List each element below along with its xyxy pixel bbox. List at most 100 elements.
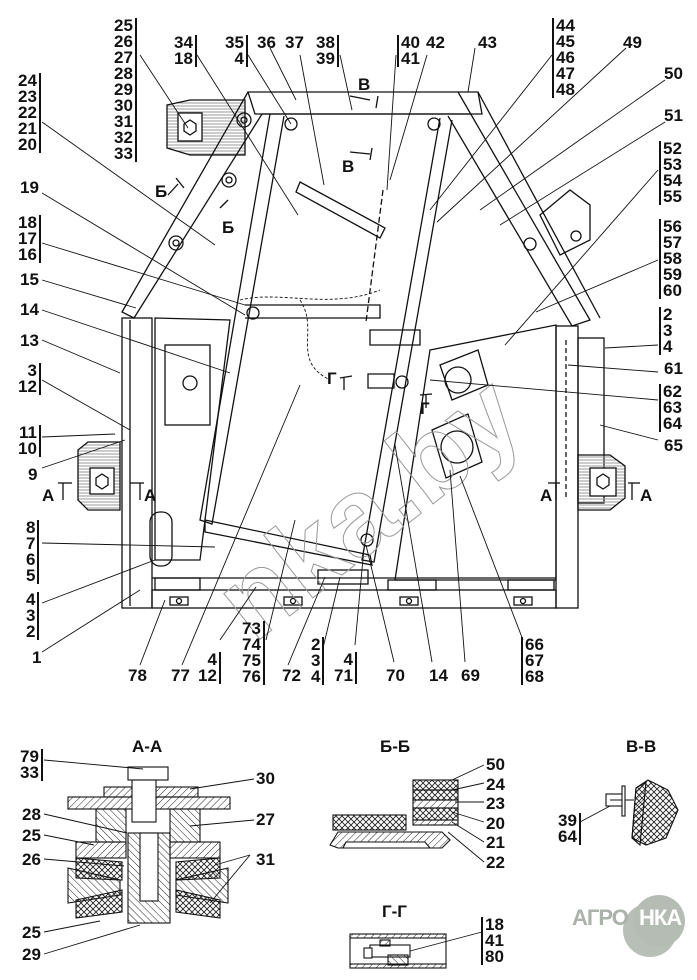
callout-number: 60: [663, 281, 682, 300]
callout-70: 70: [386, 666, 405, 685]
callout-79-33: 79 33: [20, 747, 43, 781]
callout-number: 53: [663, 155, 682, 174]
callout-2-4-right: 2 3 4: [659, 305, 673, 356]
callout-number: 3: [27, 361, 37, 380]
callout-40-41: 40 41: [397, 34, 420, 68]
callout-number: 48: [556, 80, 575, 99]
section-bb-drawing: [329, 779, 459, 849]
callout-number: 31: [114, 112, 133, 131]
callout-25b: 25: [22, 923, 41, 942]
right-post: [555, 325, 579, 609]
callout-27: 27: [256, 810, 275, 829]
callout-number: 38: [316, 33, 335, 52]
cut-mark-a-right1: А: [540, 486, 553, 505]
section-leader-lines: [43, 759, 611, 955]
callout-number: 16: [18, 245, 37, 264]
callout-number: 23: [18, 87, 37, 106]
section-gg-drawing: [349, 933, 447, 969]
callout-number: 50: [486, 755, 505, 774]
callout-number: 22: [18, 103, 37, 122]
callout-72: 72: [282, 666, 301, 685]
vent-lower: [431, 413, 483, 479]
callout-number: 30: [114, 96, 133, 115]
callout-50: 50: [664, 64, 683, 83]
callout-9: 9: [28, 465, 38, 484]
callout-number: 11: [18, 423, 37, 442]
callout-number: 28: [114, 64, 133, 83]
callout-number: 67: [525, 651, 544, 670]
logo-text-right: НКА: [639, 905, 682, 930]
callout-43: 43: [478, 33, 497, 52]
callout-number: 41: [485, 931, 504, 950]
callout-number: 4: [663, 337, 673, 356]
section-vv-drawing: [605, 779, 679, 847]
callout-number: 54: [663, 171, 682, 190]
callout-1: 1: [32, 648, 42, 667]
callout-14-bottom: 14: [429, 666, 448, 685]
section-bb-title: Б-Б: [380, 737, 411, 756]
callout-42: 42: [426, 33, 445, 52]
callout-77: 77: [171, 666, 190, 685]
callout-number: 18: [485, 915, 504, 934]
callout-number: 64: [663, 414, 682, 433]
mount-pad-bottom-right: [577, 454, 626, 511]
callout-56-60: 56 57 58 59 60: [659, 218, 682, 300]
callout-number: 39: [316, 49, 335, 68]
callout-61: 61: [664, 359, 683, 378]
logo-ring: НКА: [633, 895, 685, 947]
callout-44-48: 44 45 46 47 48: [552, 17, 575, 99]
cut-mark-a-right2: А: [640, 486, 653, 505]
logo-text-left: АГРО: [572, 905, 629, 930]
roof-beam: [247, 91, 483, 115]
section-marks: [58, 95, 640, 500]
callout-number: 27: [114, 48, 133, 67]
callout-number: 4: [207, 650, 217, 669]
callout-number: 34: [174, 33, 193, 52]
callout-number: 2: [663, 305, 673, 324]
callout-number: 20: [486, 813, 505, 833]
watermark: nka.by: [193, 351, 543, 662]
callout-66-68: 66 67 68: [521, 636, 544, 686]
callout-number: 4: [311, 667, 321, 686]
callout-number: 25: [114, 16, 133, 35]
callout-number: 17: [18, 229, 37, 248]
callout-number: 76: [242, 667, 261, 686]
callout-25a: 25: [22, 826, 41, 845]
callout-number: 10: [18, 439, 37, 458]
cut-mark-g-1: Г: [327, 369, 337, 388]
callout-number: 4: [343, 650, 353, 669]
callout-number: 18: [174, 49, 193, 68]
callout-number: 41: [401, 49, 420, 68]
callout-number: 59: [663, 265, 682, 284]
callout-number: 68: [525, 667, 544, 686]
callout-number: 24: [18, 71, 37, 90]
callout-29: 29: [22, 945, 41, 964]
callout-number: 7: [26, 534, 36, 553]
callout-list-bb: 50 24 23 20 21 22: [486, 755, 505, 874]
callout-number: 12: [198, 666, 217, 685]
callout-number: 74: [242, 635, 261, 654]
callout-number: 57: [663, 233, 682, 252]
callout-number: 46: [556, 48, 575, 67]
callout-35-4: 35 4: [225, 34, 248, 67]
cut-mark-a-left1: А: [42, 486, 55, 505]
callout-13: 13: [20, 331, 39, 350]
callout-number: 52: [663, 139, 682, 158]
callout-number: 2: [311, 635, 321, 654]
mount-pad-top-left: [166, 99, 246, 156]
callout-number: 71: [334, 666, 353, 685]
callout-69: 69: [461, 666, 480, 685]
callout-37: 37: [285, 33, 304, 52]
callout-number: 20: [18, 135, 37, 154]
callout-25-33: 25 26 27 28 29 30 31 32 33: [114, 16, 137, 162]
callout-number: 8: [26, 518, 36, 537]
callout-number: 64: [558, 827, 577, 846]
right-pillar: [447, 91, 591, 327]
callout-28: 28: [22, 805, 41, 824]
callout-4-71: 4 71: [334, 650, 357, 685]
cut-mark-g-2: Г: [420, 399, 430, 418]
section-gg-title: Г-Г: [382, 902, 407, 921]
callout-number: 79: [20, 747, 39, 766]
